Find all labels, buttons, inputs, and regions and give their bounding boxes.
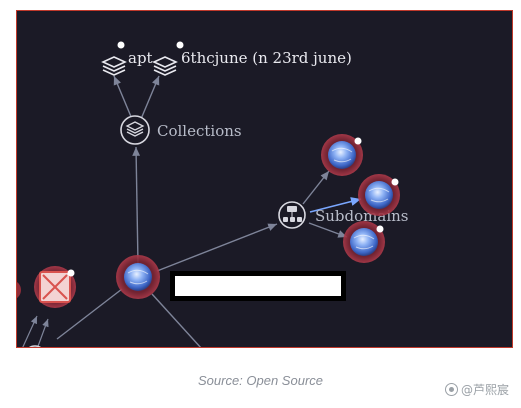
collection-node-2[interactable]: 6thcjune (n 23rd june) [152,41,352,76]
graph-screenshot-frame: apt 6thcjune (n 23rd june) Collections [16,10,513,348]
edge-subdomains-to-sub2 [309,197,362,213]
partial-node-left-edge[interactable] [17,280,21,300]
domain-node-main[interactable] [116,255,160,299]
globe-icon [365,181,393,209]
edge-subdomains-to-sub1 [302,170,330,205]
edge-domain-to-bottom [151,293,202,347]
partial-node-bottom-left[interactable] [24,345,46,348]
subdomain-node-2[interactable] [358,174,400,216]
node-label-apt: apt [128,49,153,67]
globe-icon [124,263,152,291]
edge-collections-to-collection2 [140,75,160,120]
status-dot [354,137,362,145]
edge-blocked-to-left1 [22,315,38,347]
blocked-node[interactable] [34,266,76,308]
globe-icon [350,228,378,256]
collections-group-node[interactable]: Collections [120,115,242,145]
edge-subdomains-to-sub3 [308,222,348,238]
subdomain-node-1[interactable] [321,134,363,176]
relationship-graph: apt 6thcjune (n 23rd june) Collections [17,41,409,348]
status-dot [176,41,184,49]
status-dot [117,41,125,49]
edge-domain-to-left [56,288,123,340]
node-label-collection-2: 6thcjune (n 23rd june) [181,49,352,67]
watermark: @芦熙宸 [444,381,509,398]
collection-node-apt[interactable]: apt [101,41,153,76]
layers-icon [125,121,145,137]
status-dot [391,178,399,186]
watermark-logo-icon [444,383,458,396]
edge-blocked-to-left2 [37,318,49,347]
figure-caption: Source: Open Source [197,373,324,388]
watermark-text: @芦熙宸 [460,383,509,397]
sitemap-icon [283,206,302,222]
layers-icon [152,56,178,76]
edge-domain-to-subdomains [156,223,278,272]
globe-icon [328,141,356,169]
redaction-fill [175,276,341,296]
status-dot [376,225,384,233]
edge-domain-to-collections [132,146,141,265]
status-dot [67,269,75,277]
subdomain-node-3[interactable] [343,221,385,263]
graph-edges [22,75,362,347]
layers-icon [101,56,127,76]
redaction-bar [170,271,346,301]
edge-collections-to-apt [113,75,133,120]
node-label-collections: Collections [157,122,242,140]
